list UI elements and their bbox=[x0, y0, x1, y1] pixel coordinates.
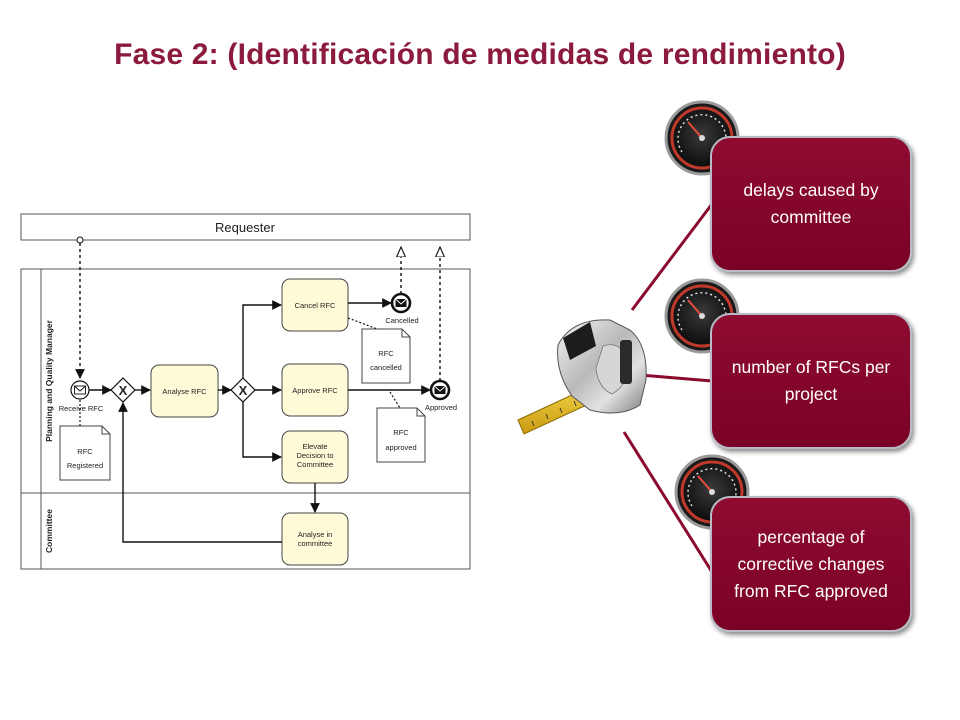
task-analyse-rfc bbox=[150, 364, 219, 418]
approved-label: Approved bbox=[425, 403, 457, 412]
envelope-icon bbox=[434, 386, 446, 394]
cancelled-label: Cancelled bbox=[385, 316, 418, 325]
exclusive-gateway-1 bbox=[110, 377, 136, 403]
gateway-2-symbol: X bbox=[239, 383, 248, 398]
task-elevate-line1: Elevate bbox=[302, 442, 327, 451]
measure-label-corrective-changes: percentage of corrective changes from RF… bbox=[734, 526, 888, 601]
task-cancel-rfc bbox=[281, 278, 349, 332]
data-rfc-approved-line1: RFC bbox=[393, 428, 409, 437]
lane-requester bbox=[20, 213, 471, 241]
task-analyse-committee-line1: Analyse in bbox=[298, 530, 333, 539]
task-analyse-committee-line2: committee bbox=[298, 539, 333, 548]
lane-requester-label: Requester bbox=[215, 220, 276, 235]
connector-line-2 bbox=[639, 373, 713, 383]
task-approve-rfc-label: Approve RFC bbox=[292, 386, 338, 395]
receive-rfc-label: Receive RFC bbox=[59, 404, 104, 413]
data-rfc-registered-line1: RFC bbox=[77, 447, 93, 456]
measure-label-delays: delays caused by committee bbox=[743, 180, 879, 227]
envelope-icon bbox=[395, 299, 407, 307]
lane-committee-label: Committee bbox=[44, 509, 54, 553]
approved-end-event bbox=[429, 379, 451, 401]
page-title: Fase 2: (Identificación de medidas de re… bbox=[114, 38, 846, 71]
data-rfc-cancelled-line2: cancelled bbox=[370, 363, 402, 372]
data-rfc-registered-line2: Registered bbox=[67, 461, 103, 470]
measure-label-rfcs-per-project: number of RFCs per project bbox=[731, 357, 891, 404]
connector-line-1 bbox=[630, 203, 714, 311]
task-analyse-rfc-label: Analyse RFC bbox=[162, 387, 207, 396]
tape-measure-icon bbox=[517, 319, 647, 435]
envelope-icon bbox=[74, 385, 86, 395]
data-rfc-approved bbox=[376, 407, 426, 463]
data-rfc-cancelled bbox=[361, 328, 411, 384]
task-elevate-line3: Committee bbox=[297, 460, 333, 469]
connector-line-3 bbox=[622, 431, 714, 573]
measure-box-rfcs-per-project: number of RFCs per project bbox=[710, 313, 912, 449]
cancelled-end-event bbox=[390, 292, 412, 314]
data-rfc-approved-line2: approved bbox=[385, 443, 416, 452]
task-cancel-rfc-label: Cancel RFC bbox=[295, 301, 336, 310]
data-rfc-cancelled-line1: RFC bbox=[378, 349, 394, 358]
measure-box-delays: delays caused by committee bbox=[710, 136, 912, 272]
data-rfc-registered bbox=[59, 425, 111, 481]
task-analyse-committee bbox=[281, 512, 349, 566]
receive-rfc-event bbox=[70, 380, 90, 400]
task-elevate-line2: Decision to bbox=[296, 451, 333, 460]
gateway-1-symbol: X bbox=[119, 383, 128, 398]
lane-planning-label: Planning and Quality Manager bbox=[44, 319, 54, 442]
measure-box-corrective-changes: percentage of corrective changes from RF… bbox=[710, 496, 912, 632]
